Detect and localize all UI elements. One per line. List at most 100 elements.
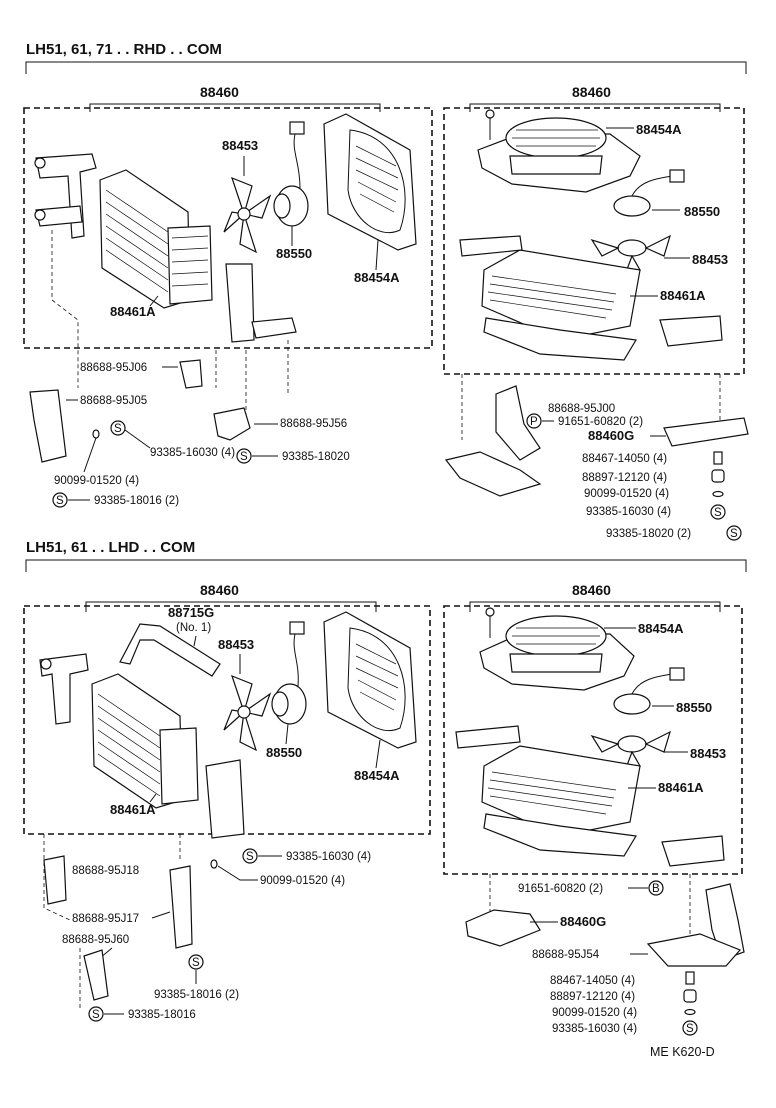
part-label: 93385-18016 (2)	[154, 989, 239, 1001]
bracket-icon	[661, 835, 725, 867]
part-label: 88688-95J00	[548, 403, 615, 415]
group-label-right-rhd: 88460	[572, 84, 611, 100]
bracket-icon	[444, 385, 542, 497]
part-label: 88688-95J17	[72, 913, 139, 925]
part-label: 88467-14050 (4)	[582, 453, 667, 465]
blower-case-icon	[477, 117, 641, 193]
part-label: 88688-95J60	[62, 934, 129, 946]
fan-icon	[590, 234, 671, 273]
part-label-fan: 88453	[690, 746, 726, 761]
part-label-motor: 88550	[266, 745, 302, 760]
bracket-icon	[455, 725, 521, 749]
part-label: 88460G	[588, 428, 634, 443]
part-label: 93385-18016 (2)	[94, 495, 179, 507]
part-label-core: 88461A	[660, 288, 706, 303]
part-label-core: 88461A	[110, 304, 156, 319]
part-label-case: 88454A	[354, 768, 400, 783]
part-label-fan: 88453	[218, 637, 254, 652]
part-label: 88897-12120 (4)	[550, 991, 635, 1003]
part-label-motor: 88550	[684, 204, 720, 219]
clip-icon	[685, 971, 695, 985]
group-box-left-lhd	[23, 605, 431, 835]
fan-icon	[223, 176, 272, 254]
part-label: 93385-16030 (4)	[586, 506, 671, 518]
part-label: 93385-16030 (4)	[286, 851, 371, 863]
part-label: 88688-95J06	[80, 362, 147, 374]
part-label: 91651-60820 (2)	[518, 883, 603, 895]
group-box-right-lhd	[443, 605, 743, 875]
part-label: 88897-12120 (4)	[582, 472, 667, 484]
group-label-right-lhd: 88460	[572, 582, 611, 598]
svg-text:S: S	[730, 528, 738, 540]
part-label: 90099-01520 (4)	[54, 475, 139, 487]
part-label-case: 88454A	[354, 270, 400, 285]
bracket-icon	[43, 855, 67, 905]
part-label: 88688-95J56	[280, 418, 347, 430]
bracket-icon	[34, 153, 97, 239]
pipe-icon	[119, 623, 221, 677]
part-label-core: 88461A	[658, 780, 704, 795]
part-label-motor: 88550	[276, 246, 312, 261]
diagram-code: ME K620-D	[650, 1045, 715, 1059]
bracket-icon	[646, 883, 745, 967]
part-label: 88688-95J18	[72, 865, 139, 877]
svg-text:S: S	[192, 957, 200, 969]
bracket-icon	[459, 235, 523, 257]
bracket-icon	[39, 653, 89, 725]
bracket-icon	[225, 263, 297, 343]
svg-text:S: S	[714, 507, 722, 519]
bracket-icon	[659, 315, 723, 347]
bracket-icon	[179, 359, 203, 389]
part-label: 90099-01520 (4)	[552, 1007, 637, 1019]
motor-icon	[273, 121, 309, 227]
part-label-fan: 88453	[692, 252, 728, 267]
motor-icon	[613, 169, 685, 217]
bracket-icon	[465, 909, 541, 947]
bracket-icon	[663, 417, 749, 447]
part-label-fan: 88453	[222, 138, 258, 153]
svg-text:S: S	[92, 1009, 100, 1021]
group-label-left-rhd: 88460	[200, 84, 239, 100]
blower-case-icon	[323, 113, 417, 251]
evaporator-core-icon	[481, 745, 641, 857]
evaporator-core-icon	[481, 249, 641, 361]
group-box-left-rhd	[23, 107, 433, 349]
section-title-rhd: LH51, 61, 71 . . RHD . . COM	[26, 41, 222, 58]
part-label-core: 88461A	[110, 802, 156, 817]
part-label: 91651-60820 (2)	[558, 416, 643, 428]
part-label-case: 88454A	[638, 621, 684, 636]
part-label-motor: 88550	[676, 700, 712, 715]
evaporator-core-icon	[99, 169, 213, 309]
bracket-icon	[205, 759, 245, 839]
part-label-pipe-no: (No. 1)	[176, 622, 211, 634]
part-label: 93385-16030 (4)	[150, 447, 235, 459]
part-label: 88467-14050 (4)	[550, 975, 635, 987]
washer-icon	[684, 1008, 696, 1016]
bracket-icon	[213, 407, 251, 441]
group-label-left-lhd: 88460	[200, 582, 239, 598]
svg-text:S: S	[56, 495, 64, 507]
fan-icon	[590, 730, 671, 769]
part-label: 93385-18020	[282, 451, 350, 463]
clip-icon	[713, 451, 723, 465]
part-label: 88460G	[560, 914, 606, 929]
group-box-right-rhd	[443, 107, 745, 375]
part-label: 93385-18016	[128, 1009, 196, 1021]
grommet-icon	[683, 989, 697, 1003]
blower-case-icon	[323, 611, 417, 749]
part-label: 90099-01520 (4)	[260, 875, 345, 887]
evaporator-core-icon	[91, 673, 199, 809]
svg-text:B: B	[652, 883, 660, 895]
part-label: 88688-95J54	[532, 949, 600, 961]
part-label: 93385-18020 (2)	[606, 528, 691, 540]
section-bracket-rhd	[25, 61, 747, 74]
svg-text:S: S	[240, 451, 248, 463]
washer-icon	[712, 490, 724, 498]
grommet-icon	[711, 469, 725, 483]
blower-case-icon	[479, 615, 635, 691]
part-label: 90099-01520 (4)	[584, 488, 669, 500]
motor-icon	[271, 621, 307, 725]
part-label: 93385-16030 (4)	[552, 1023, 637, 1035]
motor-icon	[613, 667, 685, 715]
